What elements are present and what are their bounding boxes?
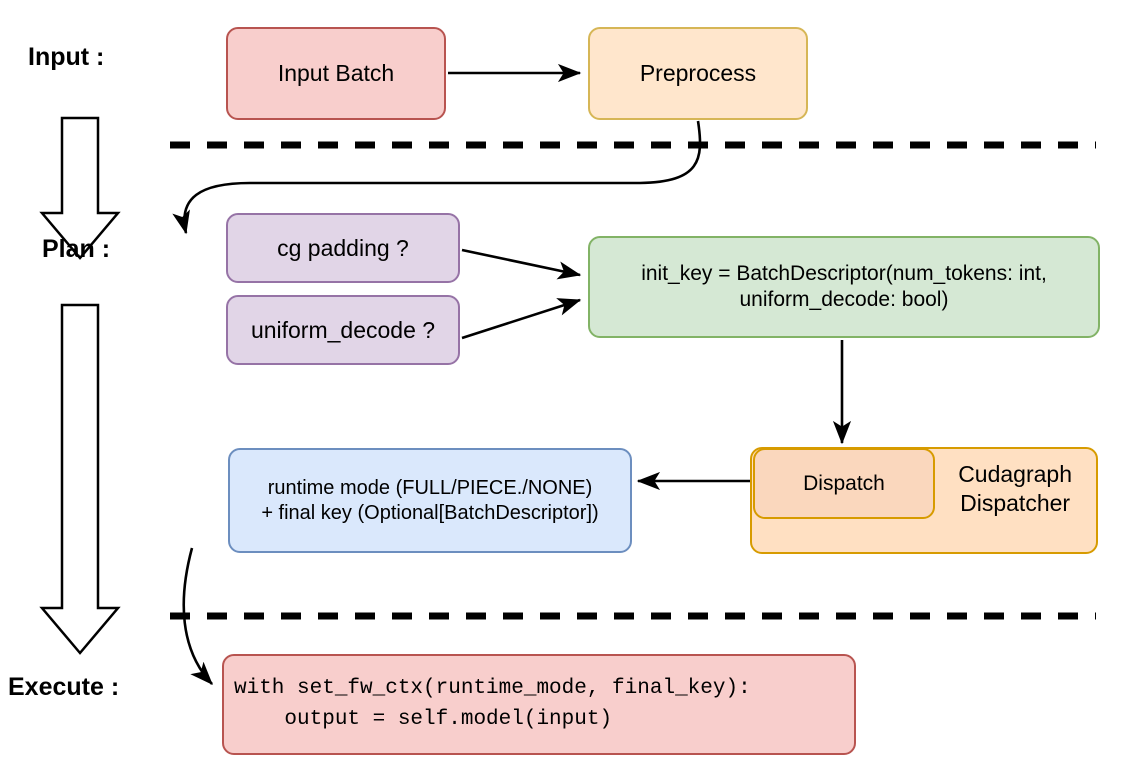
edge-runtime-mode-to-code <box>182 547 213 685</box>
node-init-key[interactable]: init_key = BatchDescriptor(num_tokens: i… <box>588 236 1100 338</box>
node-preprocess[interactable]: Preprocess <box>588 27 808 120</box>
edge-uniform-decode-to-init-key <box>461 298 582 340</box>
stage-label-input: Input : <box>28 43 105 71</box>
node-input-batch[interactable]: Input Batch <box>226 27 446 120</box>
edge-cg-padding-to-init-key <box>461 248 582 280</box>
stage-label-plan: Plan : <box>42 235 111 263</box>
node-execute-code[interactable]: with set_fw_ctx(runtime_mode, final_key)… <box>222 654 856 755</box>
node-dispatch[interactable]: Dispatch <box>753 448 935 519</box>
node-runtime-mode[interactable]: runtime mode (FULL/PIECE./NONE) + final … <box>228 448 632 553</box>
stage-label-execute: Execute : <box>8 673 120 701</box>
node-cg-padding[interactable]: cg padding ? <box>226 213 460 283</box>
node-uniform-decode[interactable]: uniform_decode ? <box>226 295 460 365</box>
plan-to-execute-arrow <box>39 303 121 655</box>
